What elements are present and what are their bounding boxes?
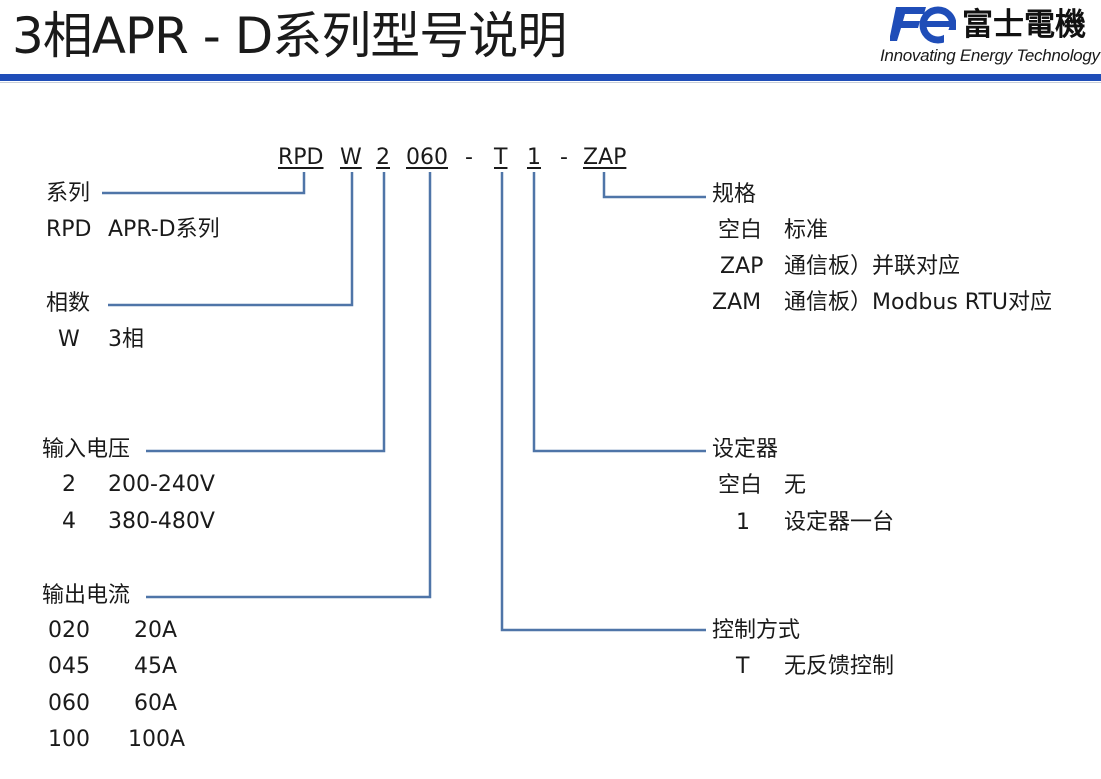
spec-code-1: 空白 bbox=[718, 218, 763, 243]
spec-code-2: ZAP bbox=[720, 254, 764, 279]
header-divider bbox=[0, 74, 1101, 81]
spec-desc-3: 通信板）Modbus RTU对应 bbox=[784, 290, 1052, 315]
setter-desc-1: 无 bbox=[784, 473, 807, 498]
series-code: RPD bbox=[46, 217, 92, 242]
voltage-code-1: 2 bbox=[62, 472, 76, 497]
control-desc-1: 无反馈控制 bbox=[784, 654, 895, 679]
series-title: 系列 bbox=[46, 181, 91, 206]
leader-control bbox=[500, 172, 706, 632]
leader-current bbox=[146, 172, 432, 599]
phase-desc: 3相 bbox=[108, 327, 144, 352]
voltage-desc-1: 200-240V bbox=[108, 472, 215, 497]
code-setter: 1 bbox=[527, 145, 541, 170]
page-title: 3相APR - D系列型号说明 bbox=[12, 7, 567, 65]
spec-desc-2: 通信板）并联对应 bbox=[784, 254, 961, 279]
leader-spec bbox=[602, 172, 706, 199]
phase-title: 相数 bbox=[46, 291, 91, 316]
code-control: T bbox=[494, 145, 508, 170]
leader-voltage bbox=[146, 172, 386, 453]
leader-phase bbox=[108, 172, 354, 307]
setter-code-2: 1 bbox=[736, 510, 750, 535]
current-code-4: 100 bbox=[48, 727, 90, 752]
leader-setter bbox=[532, 172, 706, 453]
brand-name: 富士電機 bbox=[962, 7, 1086, 43]
code-dash-1: - bbox=[465, 145, 473, 170]
spec-desc-1: 标准 bbox=[784, 218, 829, 243]
setter-title: 设定器 bbox=[712, 437, 779, 462]
code-voltage: 2 bbox=[376, 145, 390, 170]
phase-code: W bbox=[58, 327, 80, 352]
current-code-3: 060 bbox=[48, 691, 90, 716]
control-code-1: T bbox=[736, 654, 750, 679]
code-current: 060 bbox=[406, 145, 448, 170]
current-code-2: 045 bbox=[48, 654, 90, 679]
current-desc-1: 20A bbox=[134, 618, 178, 643]
voltage-title: 输入电压 bbox=[42, 437, 131, 462]
fe-logo-icon bbox=[890, 6, 956, 44]
current-desc-2: 45A bbox=[134, 654, 178, 679]
header-divider-thin bbox=[0, 82, 1101, 83]
setter-code-1: 空白 bbox=[718, 473, 763, 498]
current-desc-4: 100A bbox=[128, 727, 186, 752]
voltage-code-2: 4 bbox=[62, 509, 76, 534]
voltage-desc-2: 380-480V bbox=[108, 509, 215, 534]
code-phase: W bbox=[340, 145, 362, 170]
series-desc: APR-D系列 bbox=[108, 217, 220, 242]
code-series: RPD bbox=[278, 145, 324, 170]
current-code-1: 020 bbox=[48, 618, 90, 643]
spec-code-3: ZAM bbox=[712, 290, 762, 315]
brand-tagline: Innovating Energy Technology bbox=[880, 46, 1100, 65]
control-title: 控制方式 bbox=[712, 618, 801, 643]
leader-series bbox=[102, 172, 306, 195]
code-dash-2: - bbox=[560, 145, 568, 170]
setter-desc-2: 设定器一台 bbox=[784, 510, 895, 535]
spec-title: 规格 bbox=[712, 182, 757, 207]
current-desc-3: 60A bbox=[134, 691, 178, 716]
current-title: 输出电流 bbox=[42, 583, 131, 608]
code-spec: ZAP bbox=[583, 145, 627, 170]
